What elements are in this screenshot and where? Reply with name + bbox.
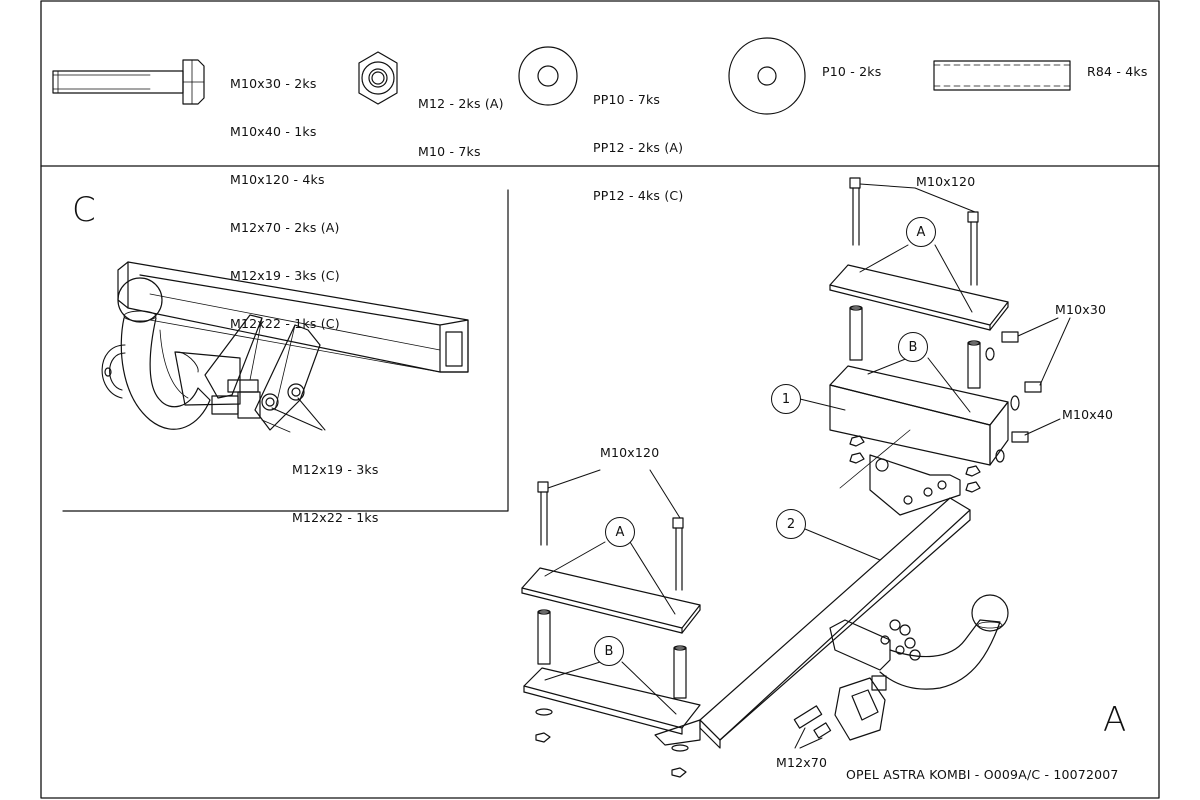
callout-b-left: B — [594, 636, 624, 666]
legend-washer-line: PP12 - 2ks (A) — [593, 140, 684, 155]
detail-c-frame — [62, 189, 509, 512]
label-m10x120-top: M10x120 — [916, 174, 976, 189]
legend-bolt-list: M10x30 - 2ks M10x40 - 1ks M10x120 - 4ks … — [230, 44, 340, 348]
label-m10x40: M10x40 — [1062, 407, 1114, 422]
label-m10x30: M10x30 — [1055, 302, 1107, 317]
legend-large-washer-label: P10 - 2ks — [822, 64, 882, 79]
legend-washer-line: PP10 - 7ks — [593, 92, 661, 107]
legend-bolt-line: M10x30 - 2ks — [230, 76, 317, 91]
callout-part-2: 2 — [776, 509, 806, 539]
callout-part-1: 1 — [771, 384, 801, 414]
spacer-tube-icon — [933, 60, 1071, 91]
legend-washer-list: PP10 - 7ks PP12 - 2ks (A) PP12 - 4ks (C) — [593, 60, 683, 220]
legend-washer-line: PP12 - 4ks (C) — [593, 188, 684, 203]
nut-icon — [358, 51, 398, 105]
small-washer-icon — [518, 46, 578, 106]
label-m10x120-left: M10x120 — [600, 445, 660, 460]
detail-c-label: M12x22 - 1ks — [292, 510, 379, 525]
legend-bolt-line: M12x22 - 1ks (C) — [230, 316, 340, 331]
callout-a-top: A — [906, 217, 936, 247]
large-washer-icon — [728, 37, 806, 115]
detail-c-title: C — [72, 190, 96, 230]
legend-nut-line: M12 - 2ks (A) — [418, 96, 504, 111]
detail-c-label: M12x19 - 3ks — [292, 462, 379, 477]
legend-bolt-line: M12x70 - 2ks (A) — [230, 220, 340, 235]
main-assembly-drawing — [521, 177, 1071, 778]
callout-a-left: A — [605, 517, 635, 547]
callout-b-top: B — [898, 332, 928, 362]
detail-c-drawing — [101, 261, 469, 433]
legend-nut-list: M12 - 2ks (A) M10 - 7ks — [418, 64, 504, 176]
legend-bolt-line: M10x40 - 1ks — [230, 124, 317, 139]
outer-frame — [40, 0, 1160, 799]
bolt-icon — [52, 59, 205, 105]
detail-c-bolt-labels: M12x19 - 3ks M12x22 - 1ks — [292, 430, 379, 542]
legend-spacer-label: R84 - 4ks — [1087, 64, 1148, 79]
legend-bolt-line: M12x19 - 3ks (C) — [230, 268, 340, 283]
view-letter-a: A — [1103, 700, 1127, 740]
legend-nut-line: M10 - 7ks — [418, 144, 481, 159]
drawing-title-block: OPEL ASTRA KOMBI - O009A/C - 10072007 — [846, 767, 1119, 782]
legend-bolt-line: M10x120 - 4ks — [230, 172, 325, 187]
label-m12x70: M12x70 — [776, 755, 828, 770]
